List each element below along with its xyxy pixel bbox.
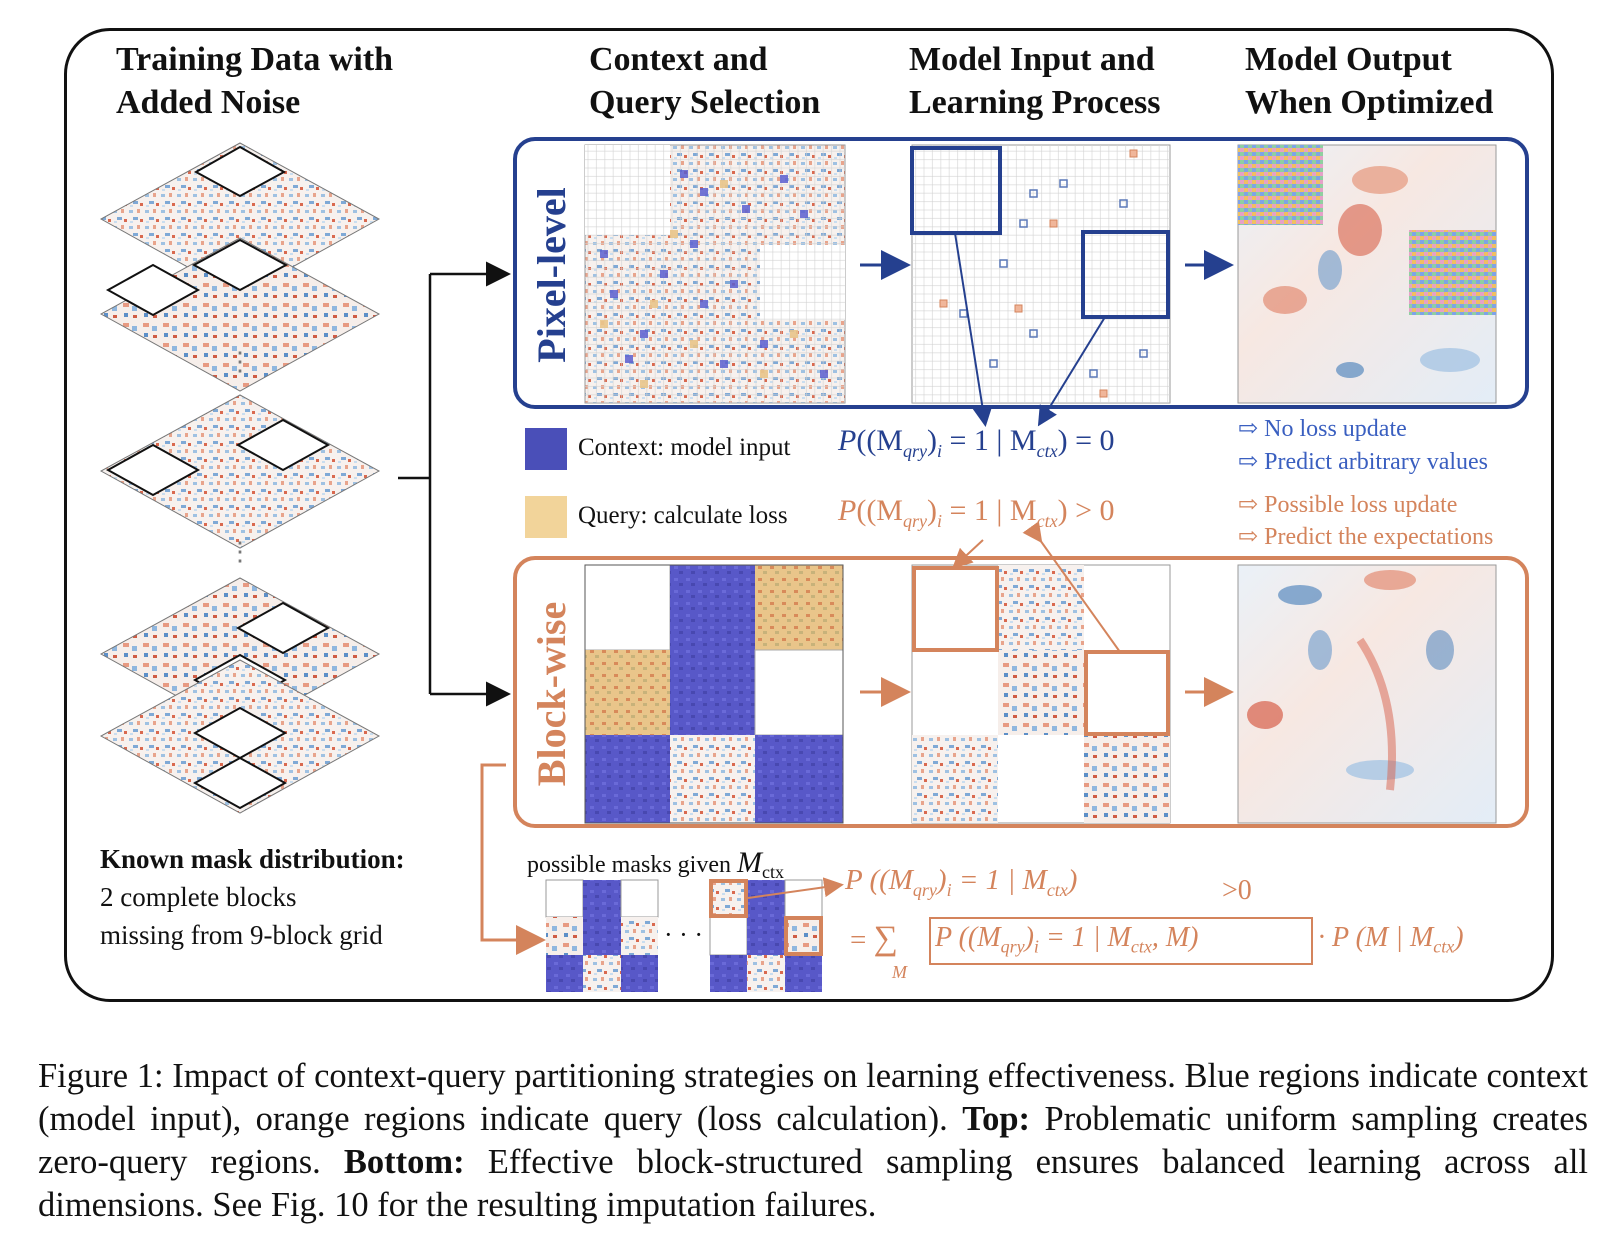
block-wise-panel [513,556,1529,828]
boxed-term-frame [929,917,1313,965]
masks-ellipsis: · · · [664,920,703,949]
sum-subscript: M [892,962,907,982]
title-training-data: Training Data with Added Noise [116,41,394,121]
block-pointer-lines [952,521,1121,653]
figure-graphics: ⋮ ⋮ [99,142,1497,992]
prior-term: · P (M | Mctx) [1318,922,1464,957]
figure-caption: Figure 1: Impact of context-query partit… [38,1057,1589,1224]
known-mask-title: Known mask distribution: [100,844,405,874]
pixel-selection-grid [584,144,846,404]
block-selection-grid [584,564,844,824]
pixel-model-input [910,144,1171,404]
sum-equals: = ∑ [850,920,898,957]
greater-than-zero: >0 [1222,875,1252,906]
note-no-loss: ⇨ No loss update [1238,416,1407,442]
figure-frame [64,28,1554,1002]
marginal-formula: P ((Mqry)i = 1 | Mctx) [845,864,1078,900]
svg-text:⋮: ⋮ [227,537,253,566]
query-formula: P((Mqry)i = 1 | Mctx) > 0 [838,494,1115,531]
title-model-output: Model Output When Optimized [1245,41,1494,121]
known-mask-line1: 2 complete blocks [100,882,297,912]
note-arbitrary: ⇨ Predict arbitrary values [1238,449,1489,475]
context-swatch [525,428,567,470]
block-to-masks-arrow [480,763,546,955]
query-swatch [525,496,567,538]
title-model-input: Model Input and Learning Process [909,41,1161,121]
svg-text:⋮: ⋮ [227,347,253,376]
note-expectations: ⇨ Predict the expectations [1238,524,1494,550]
note-possible-loss: ⇨ Possible loss update [1238,492,1458,518]
known-mask-line2: missing from 9-block grid [100,920,383,950]
possible-masks-label: possible masks given Mctx [527,846,784,882]
pixel-pointer-lines [954,232,1106,427]
boxed-term: P ((Mqry)i = 1 | Mctx, M) [935,922,1199,957]
branch-connector [398,261,511,707]
mask-pointer-line [747,877,844,899]
block-model-input [911,564,1171,824]
pixel-level-panel [513,137,1529,409]
context-legend-label: Context: model input [578,434,791,461]
block-model-output [1237,564,1497,824]
possible-mask-grid-2 [709,879,823,992]
title-context-query: Context and Query Selection [589,41,821,121]
query-legend-label: Query: calculate loss [578,502,788,529]
known-mask-text: Known mask distribution: 2 complete bloc… [100,840,405,954]
possible-mask-grid-1 [545,879,659,992]
training-stack: ⋮ ⋮ [99,142,381,814]
context-formula: P((Mqry)i = 1 | Mctx) = 0 [838,424,1115,461]
pixel-model-output [1237,144,1497,404]
